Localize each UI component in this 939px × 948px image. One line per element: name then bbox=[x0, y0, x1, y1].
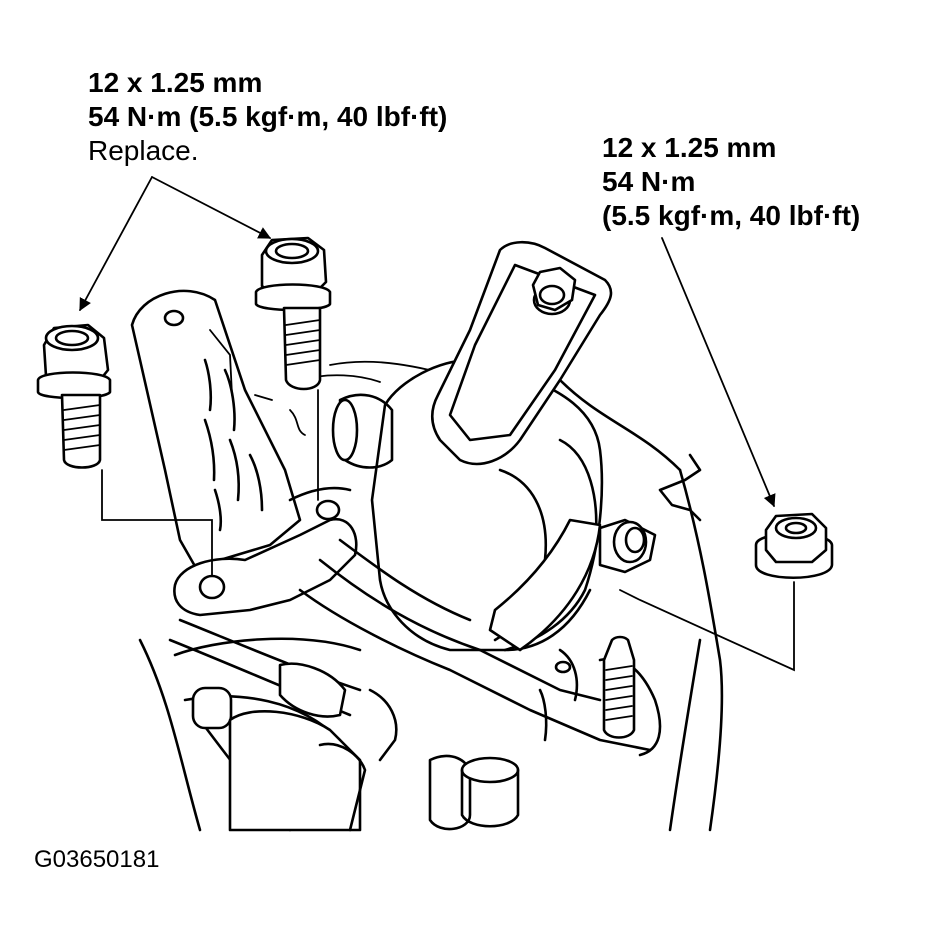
torque-spec-alt-label: (5.5 kgf·m, 40 lbf·ft) bbox=[602, 200, 861, 231]
torque-callout-right: 12 x 1.25 mm 54 N·m (5.5 kgf·m, 40 lbf·f… bbox=[602, 131, 860, 233]
frame-outline bbox=[138, 360, 724, 832]
flange-nut-icon bbox=[754, 512, 834, 579]
figure-id: G03650181 bbox=[34, 846, 160, 873]
engine-mount-icon bbox=[298, 358, 662, 757]
torque-spec-label: 54 N·m bbox=[602, 166, 696, 197]
leader-lines bbox=[79, 176, 795, 672]
stud-icon bbox=[602, 635, 636, 739]
torque-spec-label: 54 N·m (5.5 kgf·m, 40 lbf·ft) bbox=[88, 101, 448, 132]
nut-size-label: 12 x 1.25 mm bbox=[602, 132, 777, 163]
bolt-icon bbox=[254, 236, 332, 391]
hose bbox=[168, 618, 398, 832]
bolt-icon bbox=[36, 323, 112, 469]
bolt-size-label: 12 x 1.25 mm bbox=[88, 67, 263, 98]
torque-callout-left: 12 x 1.25 mm 54 N·m (5.5 kgf·m, 40 lbf·f… bbox=[88, 66, 447, 168]
replace-note: Replace. bbox=[88, 135, 199, 166]
mount-bracket bbox=[130, 289, 358, 617]
upper-bracket bbox=[430, 240, 613, 466]
